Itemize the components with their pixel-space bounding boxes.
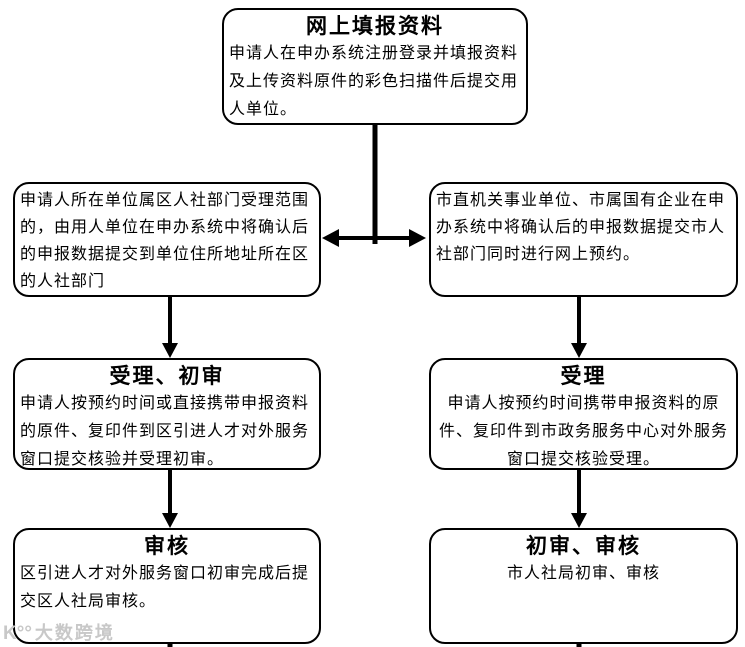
arrowhead-down-icon (571, 343, 587, 358)
node-title: 受理、初审 (109, 365, 225, 388)
node-city-accept: 受理 申请人按预约时间携带申报资料的原件、复印件到市政务服务中心对外服务窗口提交… (429, 358, 738, 470)
node-district-review: 审核 区引进人才对外服务窗口初审完成后提交区人社局审核。 (13, 528, 321, 644)
node-body: 申请人所在单位属区人社部门受理范围的，由用人单位在申办系统中将确认后的申报数据提… (20, 192, 310, 290)
watermark-text: 大数跨境 (34, 623, 115, 643)
node-body: 申请人按预约时间携带申报资料的原件、复印件到市政务服务中心对外服务窗口提交核验受… (438, 395, 728, 468)
arrowhead-down-icon (571, 513, 587, 528)
node-body: 区引进人才对外服务窗口初审完成后提交区人社局审核。 (20, 565, 310, 610)
node-body: 市人社局初审、审核 (506, 565, 660, 582)
arrowhead-down-icon (162, 513, 178, 528)
arrowhead-right-icon (409, 229, 426, 247)
watermark-logo-icon: K°° (3, 623, 32, 644)
node-city-submit: 市直机关事业单位、市属国有企业在申办系统中将确认后的申报数据提交市人社部门同时进… (429, 182, 738, 297)
node-district-accept: 受理、初审 申请人按预约时间或直接携带申报资料的原件、复印件到区引进人才对外服务… (13, 358, 321, 470)
arrowhead-down-icon (162, 343, 178, 358)
node-online-fill: 网上填报资料 申请人在申办系统注册登录并填报资料及上传资料原件的彩色扫描件后提交… (222, 8, 528, 125)
node-title: 初审、审核 (526, 535, 641, 558)
node-body: 申请人在申办系统注册登录并填报资料及上传资料原件的彩色扫描件后提交用人单位。 (229, 45, 519, 118)
arrowhead-left-icon (322, 229, 339, 247)
node-title: 审核 (144, 535, 190, 558)
node-district-submit: 申请人所在单位属区人社部门受理范围的，由用人单位在申办系统中将确认后的申报数据提… (13, 182, 321, 297)
watermark: K°°大数跨境 (3, 619, 115, 645)
node-city-review: 初审、审核 市人社局初审、审核 (429, 528, 738, 644)
node-title: 受理 (560, 365, 607, 388)
node-title: 网上填报资料 (306, 15, 444, 38)
node-body: 市直机关事业单位、市属国有企业在申办系统中将确认后的申报数据提交市人社部门同时进… (436, 192, 726, 263)
node-body: 申请人按预约时间或直接携带申报资料的原件、复印件到区引进人才对外服务窗口提交核验… (20, 395, 310, 468)
